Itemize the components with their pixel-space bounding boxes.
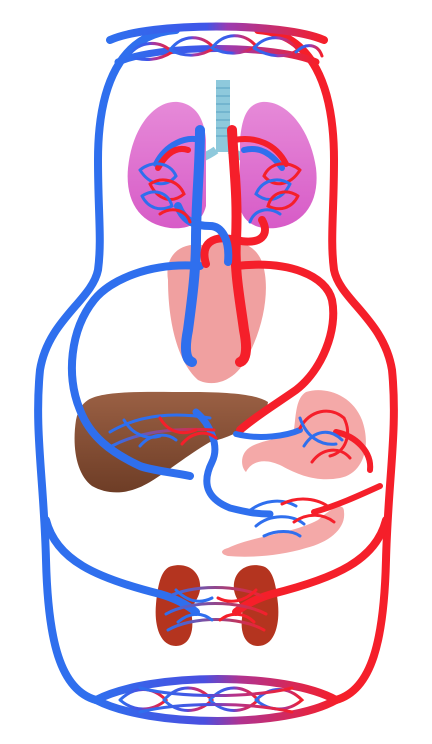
mesenteric-artery <box>314 486 380 512</box>
capillary-lower-body <box>96 679 336 721</box>
capillary-upper-body <box>110 27 324 63</box>
capillary-kidneys <box>166 588 266 631</box>
gastric-vein <box>236 430 300 437</box>
